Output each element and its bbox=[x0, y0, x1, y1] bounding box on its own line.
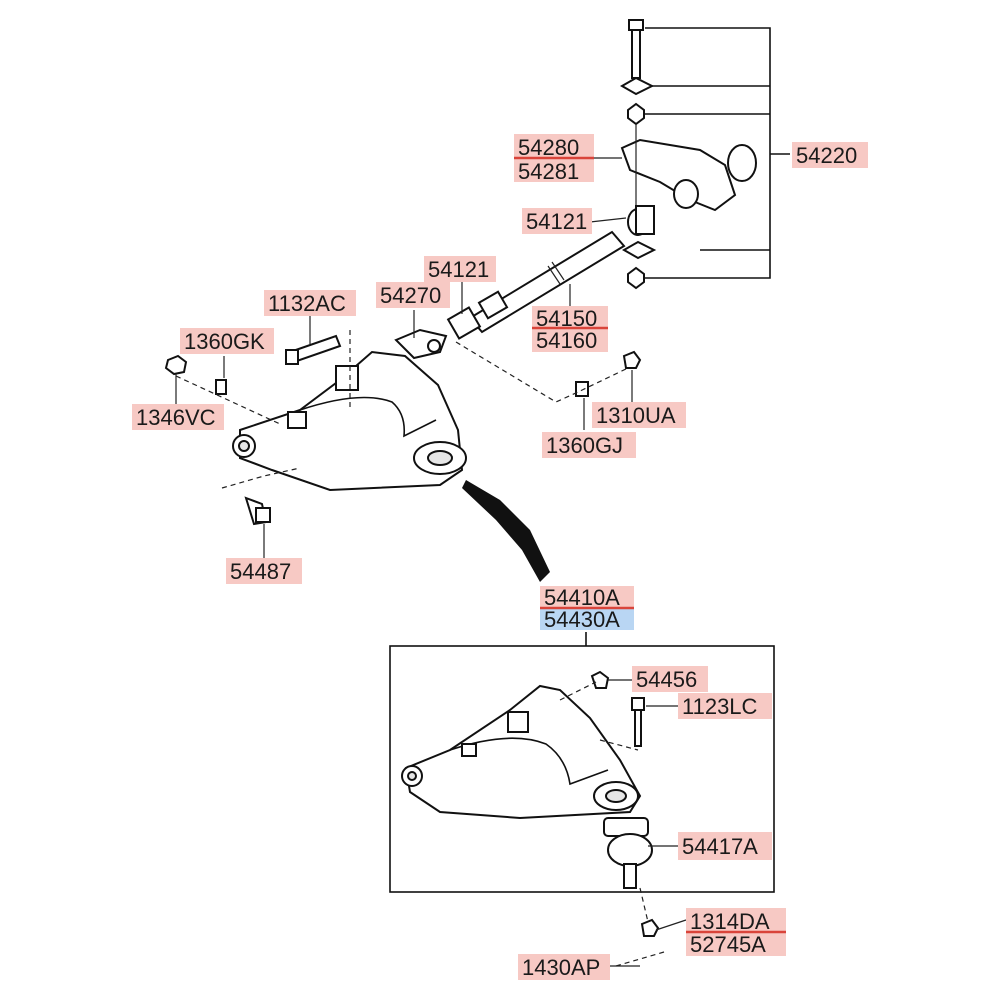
label-54121-mid: 54121 bbox=[428, 257, 489, 282]
label-1430AP: 1430AP bbox=[522, 955, 600, 980]
lower-detail-box bbox=[389, 632, 775, 893]
label-54270: 54270 bbox=[380, 283, 441, 308]
label-1314DA: 1314DA bbox=[690, 909, 770, 934]
label-1132AC: 1132AC bbox=[268, 291, 346, 316]
label-54280: 54280 bbox=[518, 135, 579, 160]
label-54150: 54150 bbox=[536, 306, 597, 331]
label-1346VC: 1346VC bbox=[136, 405, 216, 430]
upper-arm-assembly bbox=[164, 330, 642, 526]
label-54456: 54456 bbox=[636, 667, 697, 692]
label-54487: 54487 bbox=[230, 559, 291, 584]
upper-shaft-assembly bbox=[394, 19, 790, 360]
label-54430A: 54430A bbox=[544, 607, 620, 632]
part-labels: 54220 54280 54281 54121 54121 54270 5415… bbox=[132, 134, 868, 980]
label-54417A: 54417A bbox=[682, 834, 758, 859]
label-54281: 54281 bbox=[518, 159, 579, 184]
label-52745A: 52745A bbox=[690, 932, 766, 957]
label-1360GJ: 1360GJ bbox=[546, 433, 623, 458]
label-1123LC: 1123LC bbox=[682, 694, 758, 719]
label-54121-top: 54121 bbox=[526, 209, 587, 234]
label-54410A: 54410A bbox=[544, 585, 620, 610]
label-54160: 54160 bbox=[536, 328, 597, 353]
leader-lines bbox=[175, 157, 687, 967]
arrow-down-icon bbox=[462, 480, 550, 582]
label-54220: 54220 bbox=[796, 143, 857, 168]
label-1360GK: 1360GK bbox=[184, 329, 265, 354]
label-1310UA: 1310UA bbox=[596, 403, 676, 428]
